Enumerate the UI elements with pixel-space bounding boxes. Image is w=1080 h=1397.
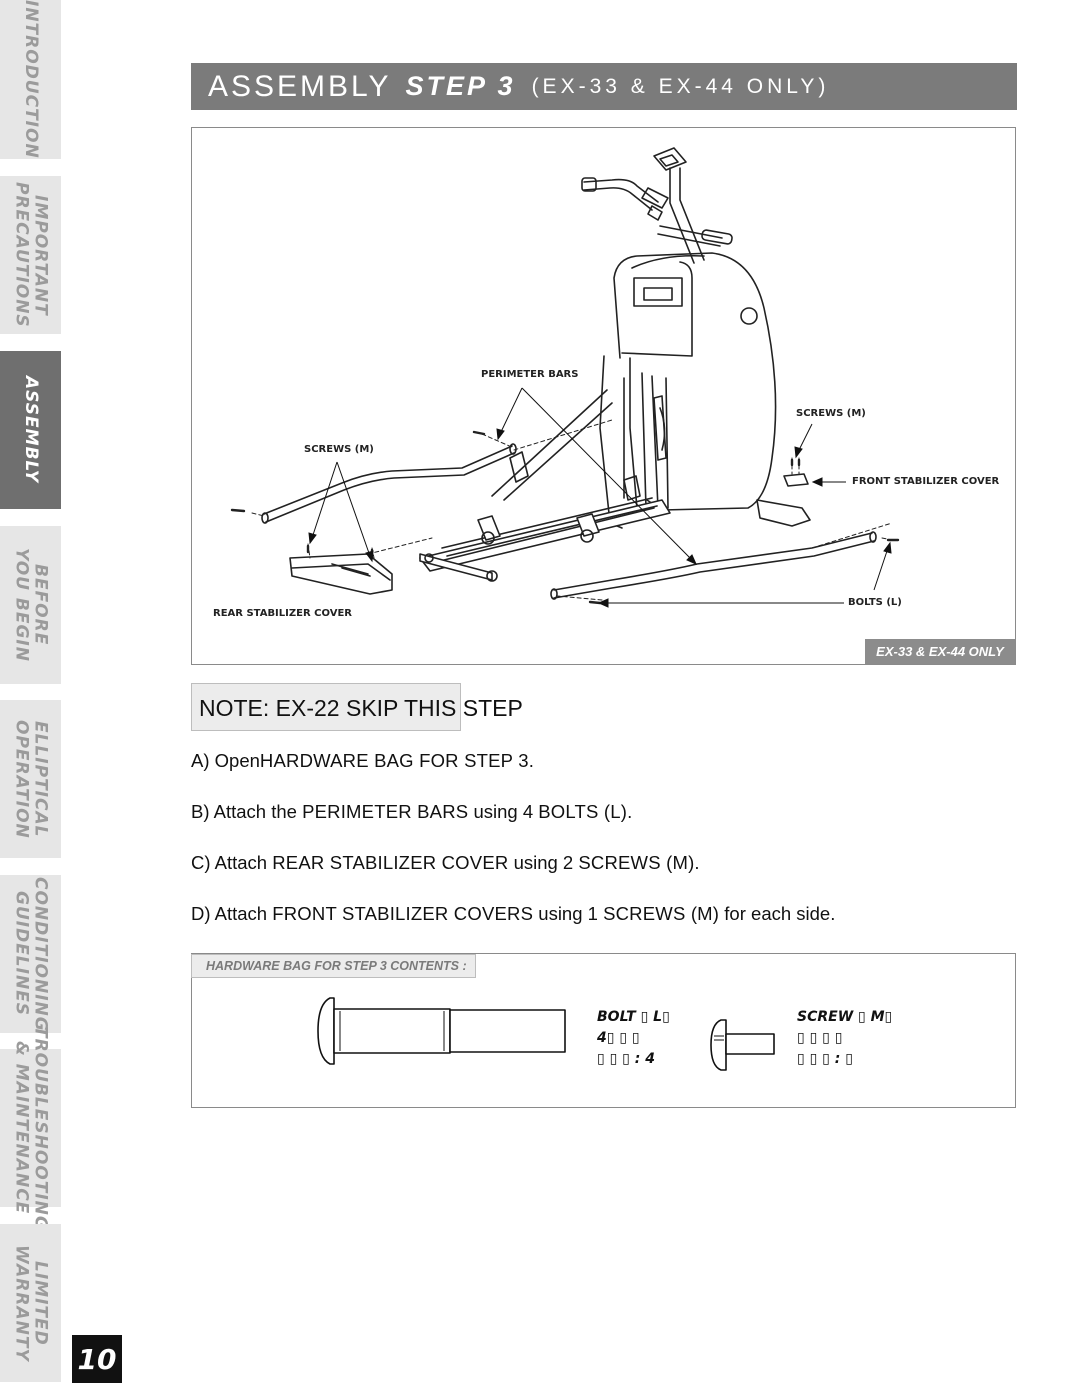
note-text: NOTE: EX-22 SKIP THIS STEP bbox=[199, 695, 523, 721]
screw-spec: SCREW ▯ M▯ ▯ ▯ ▯ ▯ ▯ ▯ ▯ : ▯ bbox=[797, 1007, 892, 1070]
callout-front-stabilizer-cover: FRONT STABILIZER COVER bbox=[852, 476, 1000, 487]
callout-bolts-l: BOLTS (L) bbox=[848, 597, 902, 608]
bolt-spec-line: 4▯ ▯ ▯ bbox=[597, 1030, 640, 1046]
instruction-c: C) Attach REAR STABILIZER COVER using 2 … bbox=[191, 852, 700, 874]
instruction-part: using 4 bbox=[473, 801, 534, 822]
page-number: 10 bbox=[72, 1335, 122, 1383]
instruction-part: using 2 bbox=[513, 852, 574, 873]
tab-label: LIMITED WARRANTY bbox=[11, 1244, 51, 1362]
instruction-part: PERIMETER BARS bbox=[302, 801, 469, 822]
note-box bbox=[191, 683, 461, 731]
tab-assembly[interactable]: ASSEMBLY bbox=[0, 351, 61, 509]
instruction-part: FRONT STABILIZER COVERS bbox=[272, 903, 534, 924]
model-tag: EX-33 & EX-44 ONLY bbox=[865, 639, 1015, 664]
instruction-part: SCREWS (M). bbox=[578, 852, 700, 873]
tab-before-you-begin[interactable]: BEFORE YOU BEGIN bbox=[0, 526, 61, 684]
instruction-prefix: B) Attach the bbox=[191, 801, 297, 822]
screw-spec-line: SCREW ▯ M▯ bbox=[797, 1009, 893, 1025]
tab-label: BEFORE YOU BEGIN bbox=[11, 548, 51, 662]
hardware-label: HARDWARE BAG FOR STEP 3 CONTENTS : bbox=[191, 954, 476, 978]
bolt-spec: BOLT ▯ L▯ 4▯ ▯ ▯ ▯ ▯ ▯ : 4 bbox=[597, 1007, 670, 1070]
tab-label: ELLIPTICAL OPERATION bbox=[11, 719, 51, 839]
tab-conditioning-guidelines[interactable]: CONDITIONING GUIDELINES bbox=[0, 875, 61, 1033]
instruction-part: HARDWARE BAG FOR STEP 3. bbox=[259, 750, 535, 771]
instruction-d: D) Attach FRONT STABILIZER COVERS using … bbox=[191, 903, 835, 925]
callout-rear-stabilizer-cover: REAR STABILIZER COVER bbox=[213, 608, 352, 619]
callout-perimeter-bars: PERIMETER BARS bbox=[481, 369, 579, 380]
bolt-icon bbox=[317, 997, 335, 1065]
tab-limited-warranty[interactable]: LIMITED WARRANTY bbox=[0, 1224, 61, 1382]
assembly-diagram: PERIMETER BARS SCREWS (M) SCREWS (M) FRO… bbox=[191, 127, 1016, 665]
instruction-a: A) OpenHARDWARE BAG FOR STEP 3. bbox=[191, 750, 534, 772]
instruction-part: BOLTS (L). bbox=[538, 801, 633, 822]
screw-spec-line: ▯ ▯ ▯ ▯ bbox=[797, 1030, 843, 1046]
page-title: ASSEMBLY STEP 3 (EX-33 & EX-44 ONLY) bbox=[191, 63, 1017, 110]
tab-label: TROUBLESHOOTING & MAINTENANCE bbox=[11, 1025, 51, 1231]
title-models: (EX-33 & EX-44 ONLY) bbox=[531, 74, 830, 98]
instruction-prefix: D) Attach bbox=[191, 903, 268, 924]
tab-important-precautions[interactable]: IMPORTANT PRECAUTIONS bbox=[0, 176, 61, 334]
screw-spec-line: ▯ ▯ ▯ : ▯ bbox=[797, 1051, 853, 1067]
bolt-spec-line: ▯ ▯ ▯ : 4 bbox=[597, 1051, 655, 1067]
instruction-b: B) Attach the PERIMETER BARS using 4 BOL… bbox=[191, 801, 632, 823]
tab-troubleshooting-maintenance[interactable]: TROUBLESHOOTING & MAINTENANCE bbox=[0, 1026, 61, 1230]
instruction-part: SCREWS (M) bbox=[603, 903, 720, 924]
instruction-prefix: C) Attach bbox=[191, 852, 268, 873]
title-assembly: ASSEMBLY bbox=[208, 69, 392, 103]
tab-label: IMPORTANT PRECAUTIONS bbox=[11, 182, 51, 328]
callout-screws-m-left: SCREWS (M) bbox=[304, 444, 374, 455]
elliptical-illustration bbox=[230, 147, 900, 608]
tab-label: ASSEMBLY bbox=[21, 376, 41, 484]
bolt-spec-line: BOLT ▯ L▯ bbox=[597, 1009, 670, 1025]
hardware-box: BOLT ▯ L▯ 4▯ ▯ ▯ ▯ ▯ ▯ : 4 SCREW ▯ M▯ ▯ … bbox=[191, 953, 1016, 1108]
tab-introduction[interactable]: INTRODUCTION bbox=[0, 0, 61, 159]
instruction-part: using 1 bbox=[538, 903, 598, 924]
instruction-prefix: A) Open bbox=[191, 750, 260, 771]
screw-icon bbox=[710, 1019, 727, 1071]
tab-label: CONDITIONING GUIDELINES bbox=[11, 876, 51, 1032]
hardware-illustration bbox=[317, 997, 775, 1071]
tab-label: INTRODUCTION bbox=[21, 0, 41, 159]
tab-elliptical-operation[interactable]: ELLIPTICAL OPERATION bbox=[0, 700, 61, 858]
instruction-part: for each side. bbox=[724, 903, 836, 924]
callout-screws-m-right: SCREWS (M) bbox=[796, 408, 866, 419]
title-step: STEP 3 bbox=[405, 71, 516, 101]
instruction-part: REAR STABILIZER COVER bbox=[272, 852, 509, 873]
